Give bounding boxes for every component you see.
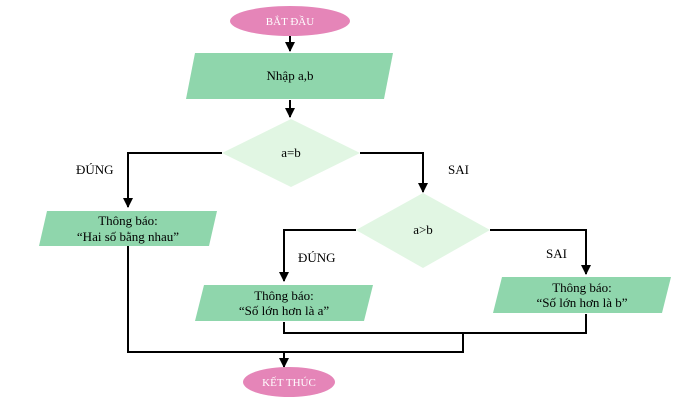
decision-greater: a>b	[356, 193, 490, 268]
edge-merge-to-end	[127, 246, 464, 353]
decision-equal-shape	[222, 119, 360, 187]
input-shape	[186, 53, 393, 99]
output-b-shape	[493, 277, 671, 313]
start-oval	[230, 6, 350, 36]
decision-equal: a=b	[222, 119, 360, 187]
edge-output-b-return	[283, 314, 587, 334]
output-equal: Thông báo: “Hai số bằng nhau”	[39, 211, 217, 246]
branch-label-equal-no: SAI	[448, 162, 469, 177]
edge-equal-no	[360, 152, 428, 193]
input-step: Nhập a,b	[186, 53, 393, 99]
decision-equal-label: a=b	[281, 145, 301, 160]
output-b-line1: Thông báo:	[552, 280, 612, 295]
edge-equal-yes	[123, 152, 222, 208]
output-equal-shape	[39, 211, 217, 246]
output-equal-line1: Thông báo:	[98, 213, 158, 228]
edge-greater-no	[490, 229, 591, 275]
end-label: KẾT THÚC	[262, 376, 316, 389]
end-terminal: KẾT THÚC	[243, 367, 335, 397]
output-a: Thông báo: “Số lớn hơn là a”	[195, 285, 373, 321]
output-b-line2: “Số lớn hơn là b”	[536, 295, 627, 310]
decision-greater-label: a>b	[413, 222, 433, 237]
branch-label-equal-yes: ĐÚNG	[76, 162, 114, 177]
start-terminal: BẮT ĐẦU	[230, 6, 350, 36]
input-label: Nhập a,b	[267, 68, 314, 83]
output-a-line1: Thông báo:	[254, 288, 314, 303]
start-label: BẮT ĐẦU	[266, 15, 314, 28]
output-equal-line2: “Hai số bằng nhau”	[77, 229, 179, 244]
output-a-line2: “Số lớn hơn là a”	[239, 303, 330, 318]
branch-labels: ĐÚNG SAI ĐÚNG SAI	[76, 162, 567, 265]
output-b: Thông báo: “Số lớn hơn là b”	[493, 277, 671, 313]
branch-label-greater-no: SAI	[546, 246, 567, 261]
connectors	[123, 36, 591, 368]
end-oval	[243, 367, 335, 397]
decision-greater-shape	[356, 193, 490, 268]
branch-label-greater-yes: ĐÚNG	[298, 250, 336, 265]
output-a-shape	[195, 285, 373, 321]
edge-greater-yes	[279, 229, 356, 282]
